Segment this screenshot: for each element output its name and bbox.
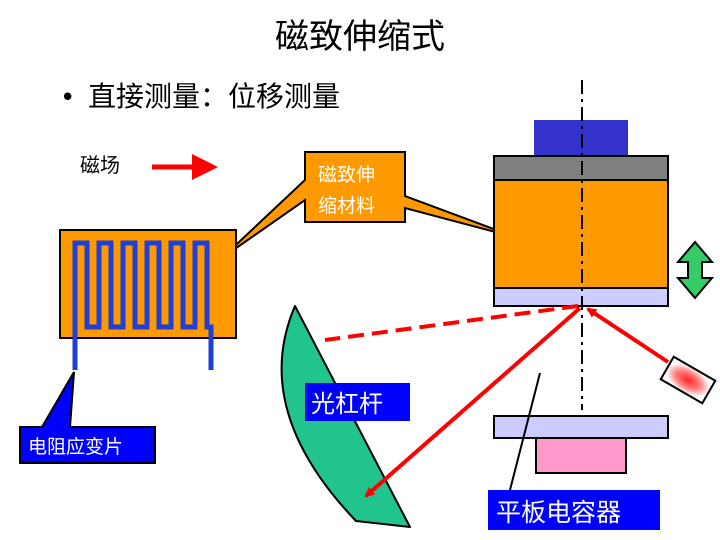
- material-label-line2: 缩材料: [318, 195, 375, 217]
- optical-lever-label: 光杠杆: [311, 390, 383, 418]
- reflected-beam: [364, 306, 582, 498]
- magnetic-field-label: 磁场: [80, 153, 120, 177]
- capacitor-label-bg: [488, 490, 660, 530]
- strain-gauge-label: 电阻应变片: [28, 436, 123, 458]
- strain-gauge-callout: [19, 371, 156, 464]
- material-label-line1: 磁致伸: [318, 164, 375, 186]
- bullet-text: 直接测量：位移测量: [88, 80, 340, 113]
- capacitor-pointer-line: [509, 372, 541, 491]
- dashed-reference-beam: [324, 304, 579, 342]
- capacitor-label: 平板电容器: [496, 498, 621, 527]
- displacement-double-arrow: [675, 240, 715, 300]
- incident-beam: [586, 307, 670, 364]
- bullet-marker: •: [60, 83, 75, 113]
- magnetic-field-arrow: [152, 154, 218, 180]
- slide-title: 磁致伸缩式: [275, 17, 445, 57]
- optical-lever-label-bg: [305, 383, 410, 421]
- laser-emitter: [659, 355, 717, 405]
- capacitor-base: [535, 437, 627, 474]
- material-callout: [221, 151, 519, 259]
- capacitor-plate: [493, 415, 669, 439]
- strain-gauge-grid: [72, 240, 214, 370]
- strain-gauge: [59, 229, 237, 370]
